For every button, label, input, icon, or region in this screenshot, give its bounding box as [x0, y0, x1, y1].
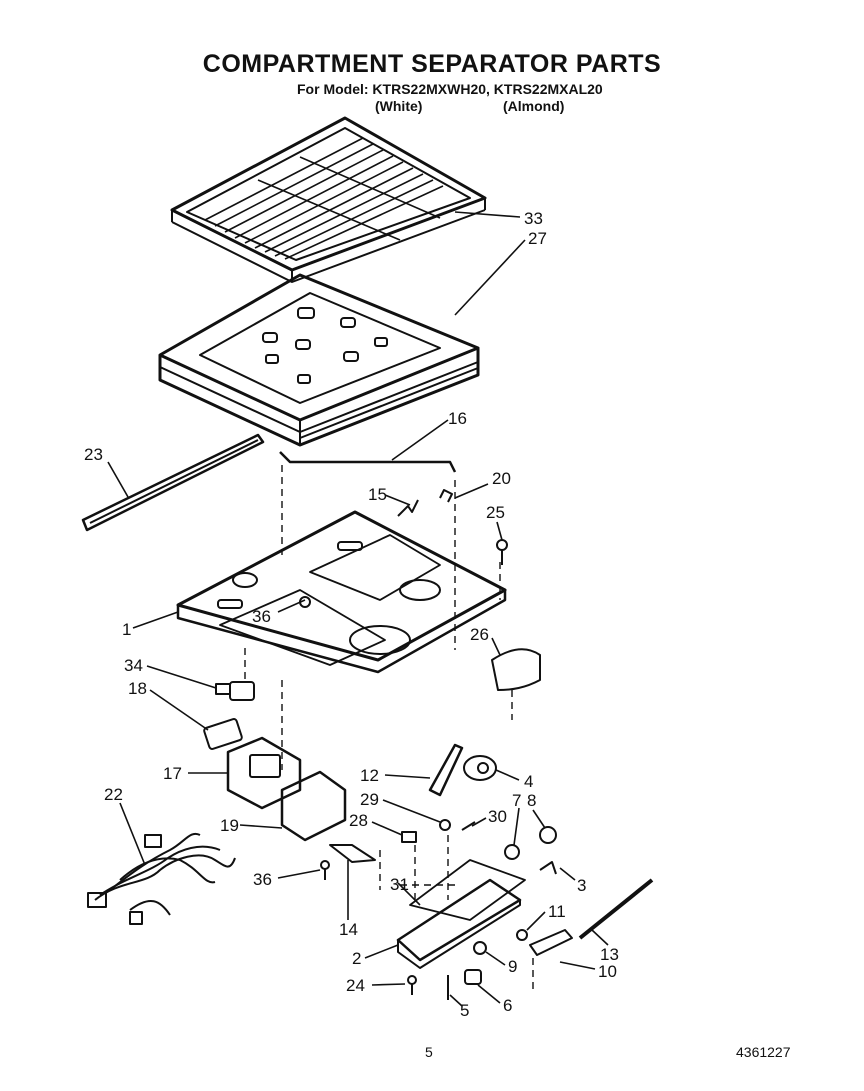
part-1-base-plate — [176, 510, 507, 674]
part-2-control-bracket — [396, 859, 526, 969]
part-36-screw — [320, 860, 330, 880]
page-title: COMPARTMENT SEPARATOR PARTS — [202, 50, 662, 78]
callout-4: 4 — [524, 772, 533, 791]
color-white-label: (White) — [375, 98, 423, 114]
callout-3: 3 — [577, 876, 586, 895]
callout-11: 11 — [548, 902, 566, 921]
part-7-nut — [504, 844, 520, 860]
callout-13: 13 — [600, 945, 619, 964]
part-4-thermostat — [463, 755, 497, 781]
callout-34: 34 — [124, 656, 143, 675]
part-6-knob — [464, 969, 482, 985]
part-25-screw — [496, 539, 508, 565]
callout-10: 10 — [598, 962, 617, 981]
callout-31: 31 — [390, 875, 409, 894]
document-number: 4361227 — [736, 1044, 791, 1060]
part-10-switch — [529, 929, 573, 956]
part-9-washer — [473, 941, 487, 955]
callout-25: 25 — [486, 503, 505, 522]
part-12-bracket — [428, 743, 464, 797]
callout-2: 2 — [352, 949, 361, 968]
callout-33: 33 — [524, 209, 543, 228]
part-11-nut — [516, 929, 528, 941]
part-17-housing — [226, 736, 302, 810]
callout-27: 27 — [528, 229, 547, 248]
callout-7: 7 — [512, 791, 521, 810]
callout-8: 8 — [527, 791, 536, 810]
part-30-spring — [461, 821, 476, 831]
callout-1: 1 — [122, 620, 131, 639]
callout-24: 24 — [346, 976, 365, 995]
part-28-clip — [401, 831, 417, 843]
callout-20: 20 — [492, 469, 511, 488]
model-line: For Model: KTRS22MXWH20, KTRS22MXAL20 — [297, 81, 603, 97]
part-19-panel — [280, 770, 347, 842]
part-34-knob — [215, 681, 255, 701]
callout-30: 30 — [488, 807, 507, 826]
part-22-harness — [87, 832, 236, 925]
callout-28: 28 — [349, 811, 368, 830]
part-3-bracket — [539, 861, 557, 875]
callout-18: 18 — [128, 679, 147, 698]
callout-5: 5 — [460, 1001, 469, 1020]
callout-22: 22 — [104, 785, 123, 804]
part-33-grille — [170, 116, 487, 283]
part-14-lever — [329, 844, 376, 863]
part-13-rod — [578, 878, 654, 940]
callout-12: 12 — [360, 766, 379, 785]
callout-16: 16 — [448, 409, 467, 428]
callout-36-top: 36 — [252, 607, 271, 626]
callout-labels: 33 27 16 23 20 15 25 36 1 26 34 18 17 22… — [84, 209, 619, 1020]
part-8-knob — [539, 826, 557, 844]
callout-9: 9 — [508, 957, 517, 976]
part-15-bracket — [397, 499, 419, 517]
color-almond-label: (Almond) — [503, 98, 565, 114]
part-24-screw — [407, 975, 417, 995]
callout-14: 14 — [339, 920, 358, 939]
part-27-frame — [158, 273, 480, 447]
callout-19: 19 — [220, 816, 239, 835]
callout-29: 29 — [360, 790, 379, 809]
callout-15: 15 — [368, 485, 387, 504]
part-16-rod — [279, 451, 457, 473]
callout-26: 26 — [470, 625, 489, 644]
callout-23: 23 — [84, 445, 103, 464]
callout-17: 17 — [163, 764, 182, 783]
callout-36-bottom: 36 — [253, 870, 272, 889]
part-26-insulation — [491, 648, 541, 691]
part-20-clip — [439, 489, 453, 503]
part-29-screw — [439, 819, 451, 831]
callout-6: 6 — [503, 996, 512, 1015]
part-18-cover — [203, 718, 243, 750]
page-number: 5 — [425, 1044, 433, 1060]
part-23-strip — [81, 433, 265, 532]
